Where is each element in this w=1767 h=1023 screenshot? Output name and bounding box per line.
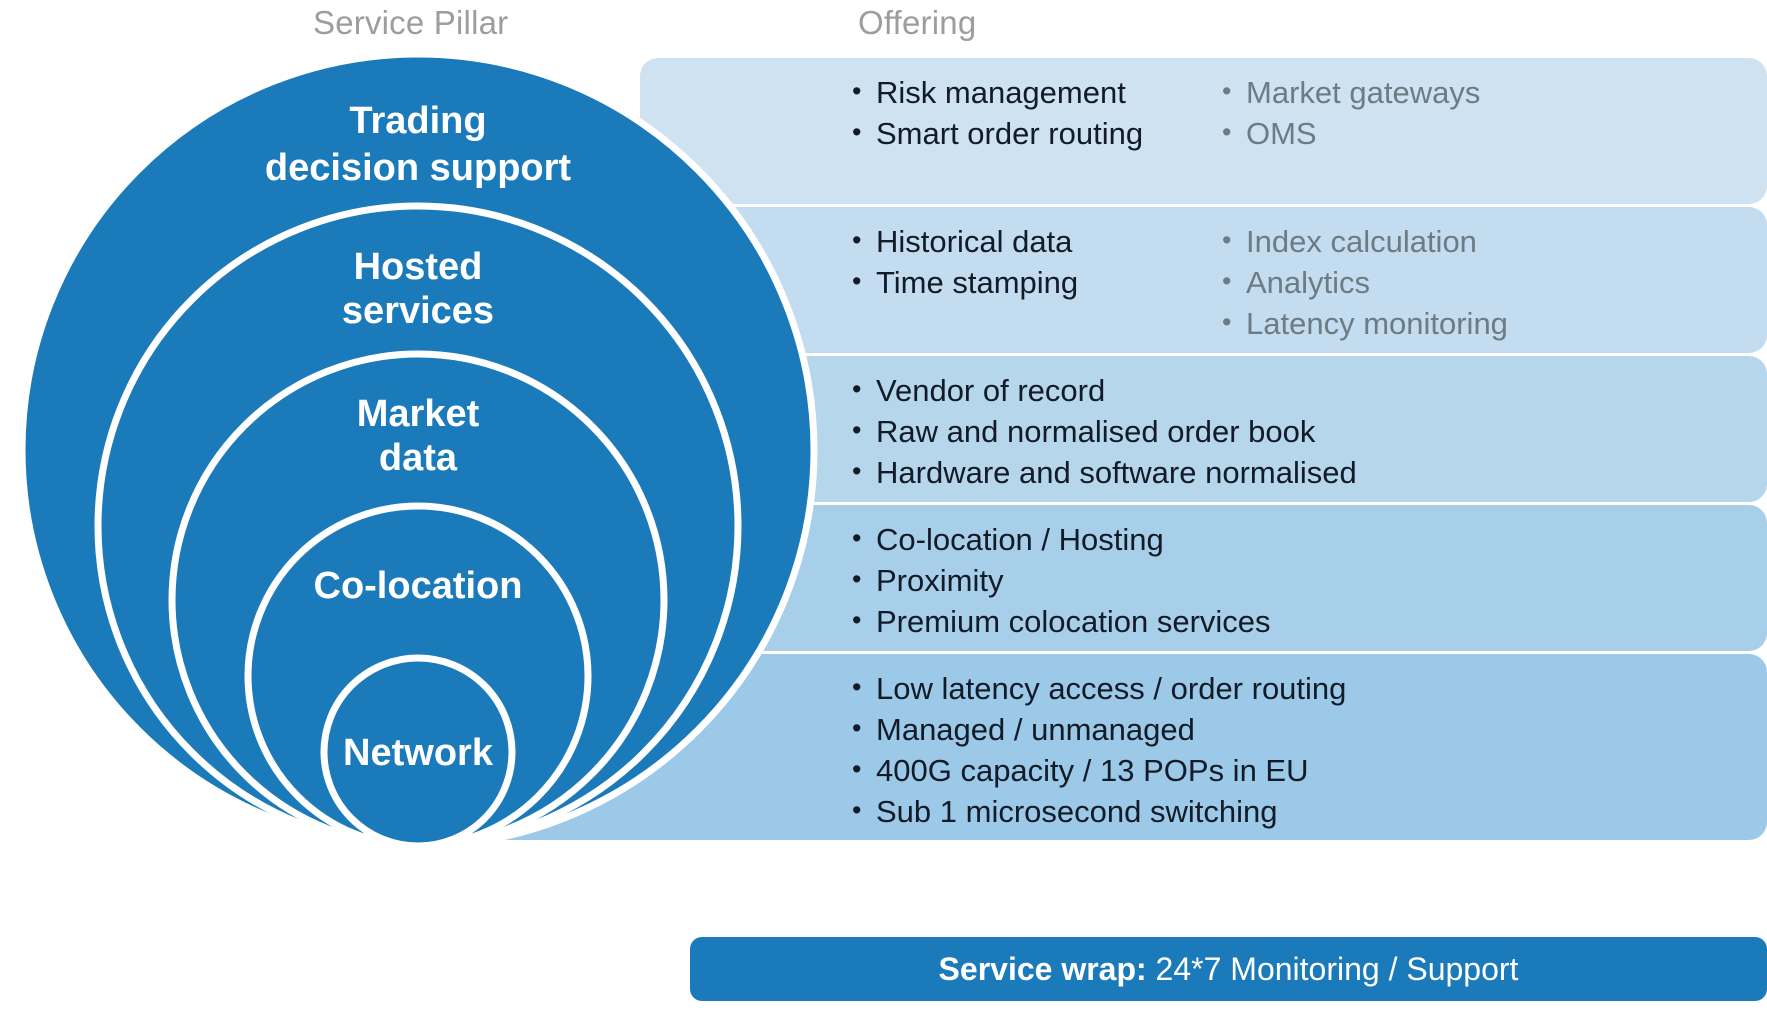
service-wrap-label: Service wrap: (938, 950, 1147, 987)
offering-list-primary: Historical data Time stamping (850, 220, 1220, 303)
circle-label-line1: Market (357, 393, 480, 435)
offering-item: Proximity (850, 559, 1767, 601)
offering-column-primary: Historical data Time stamping (850, 220, 1220, 353)
offering-item: Sub 1 microsecond switching (850, 790, 1767, 832)
offering-item: Co-location / Hosting (850, 518, 1767, 560)
offering-list-primary: Vendor of record Raw and normalised orde… (850, 369, 1767, 493)
offering-item: Low latency access / order routing (850, 667, 1767, 709)
circle-label-line2: decision support (265, 147, 571, 189)
offering-band-trading-decision-support: Risk management Smart order routing Mark… (640, 58, 1767, 204)
offering-item: 400G capacity / 13 POPs in EU (850, 749, 1767, 791)
circle-label-line2: services (342, 290, 494, 332)
circle-network: Network (320, 654, 516, 850)
offering-item: Risk management (850, 71, 1220, 113)
offering-list-primary: Co-location / Hosting Proximity Premium … (850, 518, 1767, 642)
circle-label-line1: Co-location (314, 565, 523, 607)
offering-item: Premium colocation services (850, 600, 1767, 642)
service-wrap-bar: Service wrap: 24*7 Monitoring / Support (690, 937, 1767, 1001)
offering-column-secondary: Market gateways OMS (1220, 71, 1767, 204)
offering-column-primary: Risk management Smart order routing (850, 71, 1220, 204)
circle-label-line1: Network (343, 732, 494, 774)
offering-item: OMS (1220, 112, 1767, 154)
nested-circles-graphic: Trading decision support Hosted services… (18, 50, 818, 850)
offering-column-secondary: Index calculation Analytics Latency moni… (1220, 220, 1767, 353)
offering-band-hosted-services: Historical data Time stamping Index calc… (612, 207, 1767, 353)
offering-item: Vendor of record (850, 369, 1767, 411)
offering-list-primary: Low latency access / order routing Manag… (850, 667, 1767, 832)
service-wrap-value: 24*7 Monitoring / Support (1155, 950, 1519, 987)
circle-label-line2: data (379, 437, 458, 479)
offering-item: Latency monitoring (1220, 302, 1767, 344)
service-wrap-text: Service wrap: 24*7 Monitoring / Support (939, 951, 1519, 988)
circle-label-line1: Trading (349, 100, 486, 142)
offering-list-secondary: Market gateways OMS (1220, 71, 1767, 154)
offering-item: Hardware and software normalised (850, 451, 1767, 493)
offering-item: Analytics (1220, 261, 1767, 303)
offering-column-primary: Low latency access / order routing Manag… (850, 667, 1767, 840)
offering-item: Market gateways (1220, 71, 1767, 113)
offering-item: Index calculation (1220, 220, 1767, 262)
column-header-service-pillar: Service Pillar (313, 4, 509, 41)
column-header-offering: Offering (858, 4, 977, 41)
offering-item: Managed / unmanaged (850, 708, 1767, 750)
offering-item: Raw and normalised order book (850, 410, 1767, 452)
offering-item: Smart order routing (850, 112, 1220, 154)
offering-column-primary: Vendor of record Raw and normalised orde… (850, 369, 1767, 502)
offering-column-primary: Co-location / Hosting Proximity Premium … (850, 518, 1767, 651)
offering-item: Historical data (850, 220, 1220, 262)
offering-list-primary: Risk management Smart order routing (850, 71, 1220, 154)
offering-list-secondary: Index calculation Analytics Latency moni… (1220, 220, 1767, 344)
offering-item: Time stamping (850, 261, 1220, 303)
circle-label-line1: Hosted (354, 246, 483, 288)
service-wrap-spacer (1147, 951, 1156, 987)
